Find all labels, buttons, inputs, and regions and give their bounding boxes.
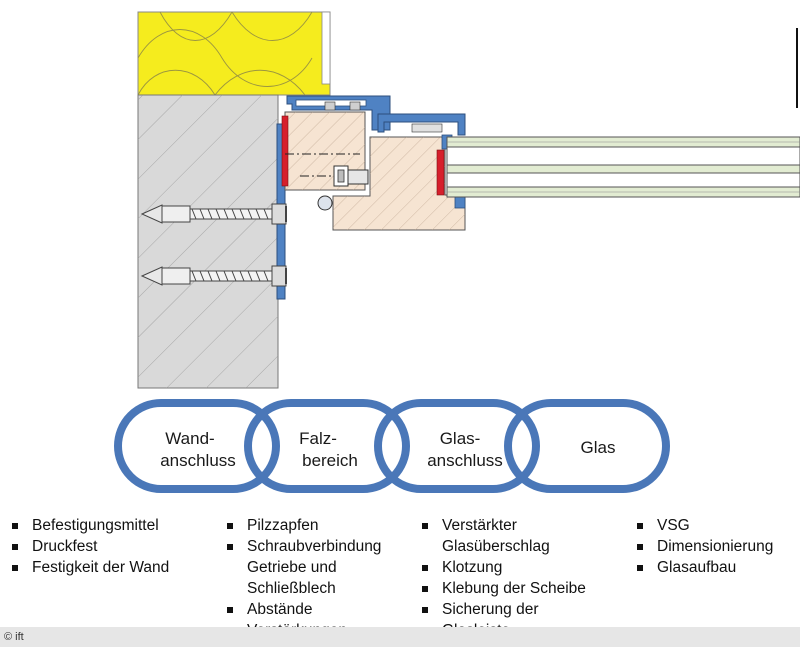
criteria-item: Verstärkter Glasüberschlag [420, 515, 586, 557]
chain-label-glas: Glas [581, 438, 616, 457]
chain-label-bereich: bereich [302, 451, 358, 470]
chain-link-glasanschluss [374, 399, 540, 493]
wall-anchor-upper [140, 203, 287, 225]
criteria-item: Abstände [225, 599, 381, 620]
chain-label-glas-prefix: Glas- [440, 429, 481, 448]
locking-hardware [317, 165, 369, 211]
footer-bar: © ift [0, 627, 800, 647]
chain-link-falzbereich [244, 399, 410, 493]
wall-masonry [137, 94, 279, 389]
criteria-item: Festigkeit der Wand [10, 557, 169, 578]
wall-anchor-lower [140, 265, 287, 287]
chain-diagram: Wand- anschluss Falz- bereich Glas- ansc… [114, 399, 670, 493]
window-section-diagram: Wand- anschluss Falz- bereich Glas- ansc… [114, 11, 800, 493]
criteria-item: Klebung der Scheibe [420, 578, 586, 599]
criteria-item: Druckfest [10, 536, 169, 557]
window-frame [281, 111, 366, 191]
chain-label-glas-anschluss: anschluss [427, 451, 503, 470]
criteria-item: VSG [635, 515, 773, 536]
copyright-text: © ift [4, 631, 24, 643]
criteria-item: Klotzung [420, 557, 586, 578]
window-sash [300, 136, 466, 231]
criteria-item: Schraubverbindung Getriebe und Schließbl… [225, 536, 381, 599]
edge-rule [796, 28, 798, 108]
chain-label-wand: Wand- [165, 429, 214, 448]
chain-label-anschluss: anschluss [160, 451, 236, 470]
criteria-item: Befestigungsmittel [10, 515, 169, 536]
chain-link-glas [504, 399, 670, 493]
criteria-item: Glasaufbau [635, 557, 773, 578]
criteria-item: Pilzzapfen [225, 515, 381, 536]
glazing-unit [446, 136, 800, 198]
criteria-item: Dimensionierung [635, 536, 773, 557]
chain-label-falz: Falz- [299, 429, 337, 448]
chain-link-wandanschluss [114, 399, 280, 493]
insulation-layer [137, 11, 331, 96]
